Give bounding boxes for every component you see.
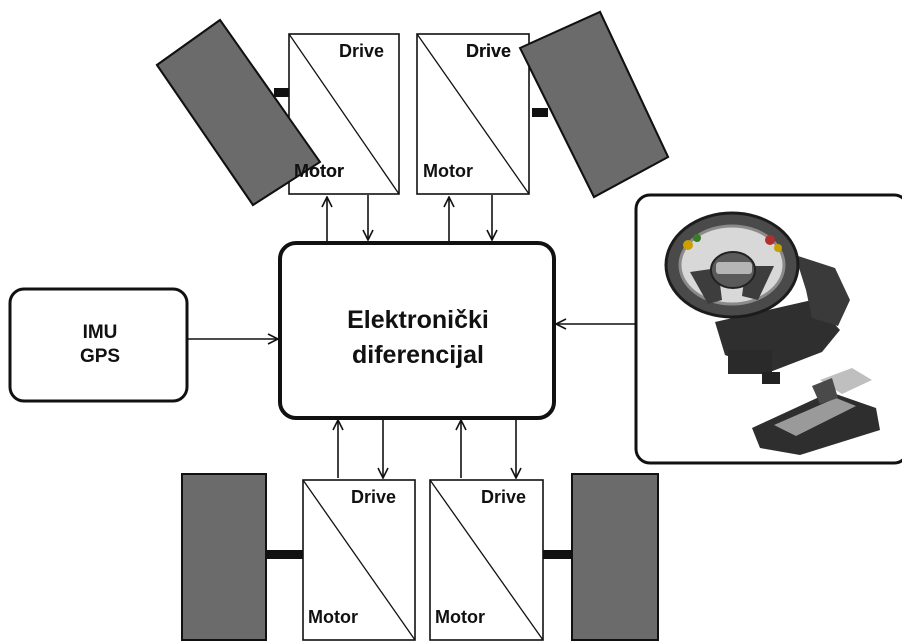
- drive-label: Drive: [481, 487, 526, 507]
- drive-label: Drive: [339, 41, 384, 61]
- front-right-axle: [532, 108, 548, 117]
- steering-input-block: [634, 193, 902, 465]
- motor-label: Motor: [308, 607, 358, 627]
- drive-label-overlay: Drive: [466, 41, 511, 61]
- rear-right-wheel: [571, 473, 659, 641]
- front-left-axle: [274, 88, 292, 97]
- front-right-wheel-overlap: [518, 10, 670, 199]
- rear-left-axle: [266, 550, 303, 559]
- gps-label: GPS: [80, 346, 120, 367]
- drive-label: Drive: [466, 41, 511, 61]
- central-block-line1: Elektronički: [347, 306, 489, 334]
- drive-unit-rear-left: Drive Motor: [302, 479, 416, 641]
- rear-right-axle: [543, 550, 573, 559]
- front-left-wheel-overlap: [155, 18, 322, 207]
- rear-left-wheel: [181, 473, 267, 641]
- electronic-differential-block: Elektronički diferencijal: [278, 241, 556, 420]
- drive-unit-rear-right: Drive Motor: [429, 479, 544, 641]
- steering-wheel-and-pedals-icon: [664, 211, 880, 455]
- motor-label-overlay: Motor: [294, 161, 344, 181]
- motor-label: Motor: [435, 607, 485, 627]
- motor-label: Motor: [423, 161, 473, 181]
- drive-unit-front-right: Drive Motor: [416, 33, 530, 195]
- central-block-line2: diferencijal: [352, 341, 484, 369]
- drive-label: Drive: [351, 487, 396, 507]
- imu-gps-block: IMU GPS: [8, 287, 189, 403]
- imu-label: IMU: [83, 322, 118, 343]
